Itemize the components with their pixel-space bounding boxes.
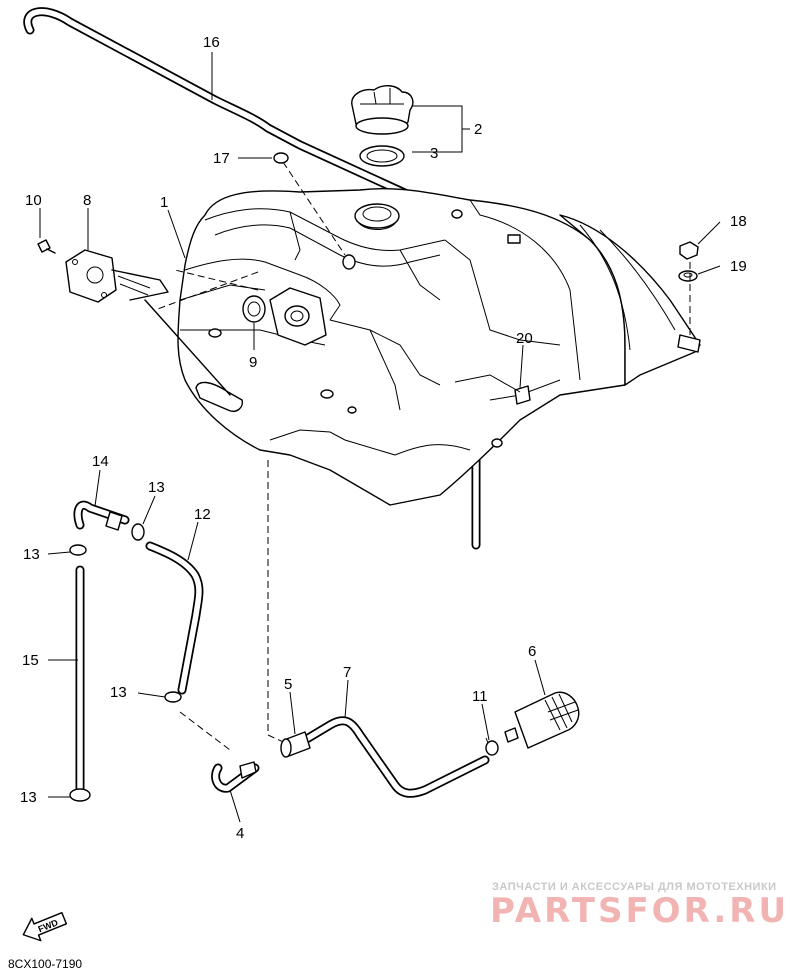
callout-2: 2 <box>474 121 482 138</box>
callout-14: 14 <box>92 453 109 470</box>
callout-5: 5 <box>284 676 292 693</box>
callout-4: 4 <box>236 825 244 842</box>
washer <box>678 270 698 282</box>
callout-10: 10 <box>25 192 42 209</box>
watermark-brand: PARTSFOR.RU <box>490 891 789 931</box>
callout-18: 18 <box>730 213 747 230</box>
elbow-fitting <box>73 500 130 531</box>
callout-7: 7 <box>343 664 351 681</box>
fwd-arrow: FWD <box>22 911 68 942</box>
hose-clip <box>273 152 289 164</box>
callout-13: 13 <box>20 789 37 806</box>
callout-labels: 1 2 3 4 5 6 7 8 9 10 11 12 13 13 13 13 1… <box>20 34 747 842</box>
callout-9: 9 <box>249 354 257 371</box>
hose <box>145 541 204 695</box>
hose-joint <box>280 731 311 758</box>
diagram-code: 8CX100-7190 <box>8 957 82 971</box>
elbow-fitting <box>211 761 260 793</box>
hose-clamp <box>69 523 182 802</box>
screw <box>37 239 56 254</box>
fuel-filter <box>504 691 580 749</box>
callout-11: 11 <box>472 688 488 705</box>
fuel-hose <box>300 716 490 798</box>
leader-lines <box>39 52 721 823</box>
callout-19: 19 <box>730 258 747 275</box>
callout-17: 17 <box>213 150 230 167</box>
fuel-tank <box>177 187 701 506</box>
callout-15: 15 <box>22 652 39 669</box>
fuel-cap-gasket <box>359 145 405 167</box>
callout-12: 12 <box>194 506 211 523</box>
callout-1: 1 <box>160 194 168 211</box>
callout-13: 13 <box>23 546 40 563</box>
callout-3: 3 <box>430 145 438 162</box>
callout-13: 13 <box>148 479 165 496</box>
nut <box>679 241 699 260</box>
fuel-cap <box>351 85 414 135</box>
callout-20: 20 <box>516 330 533 347</box>
fuel-gauge-sender <box>65 249 231 396</box>
watermark: ЗАПЧАСТИ И АКСЕССУАРЫ ДЛЯ МОТОТЕХНИКИ PA… <box>490 881 789 931</box>
watermark-tagline: ЗАПЧАСТИ И АКСЕССУАРЫ ДЛЯ МОТОТЕХНИКИ <box>492 881 777 893</box>
callout-8: 8 <box>83 192 91 209</box>
callout-6: 6 <box>528 643 536 660</box>
hose-clip <box>485 740 499 756</box>
callout-16: 16 <box>203 34 220 51</box>
callout-13: 13 <box>110 684 127 701</box>
